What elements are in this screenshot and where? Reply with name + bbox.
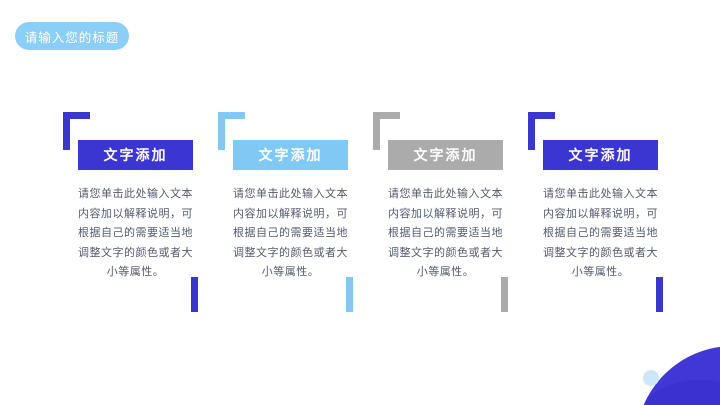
column-header[interactable]: 文字添加 — [233, 140, 348, 170]
content-column: 文字添加 请您单击此处输入文本 内容加以解释说明，可 根据自己的需要适当地 调整… — [528, 112, 673, 322]
column-header-label: 文字添加 — [103, 147, 168, 163]
corner-bracket-horizontal — [373, 112, 400, 119]
content-column: 文字添加 请您单击此处输入文本 内容加以解释说明，可 根据自己的需要适当地 调整… — [218, 112, 363, 322]
corner-bracket-vertical — [218, 112, 225, 150]
column-header-label: 文字添加 — [568, 147, 633, 163]
slide-title-text: 请输入您的标题 — [24, 30, 120, 45]
column-header[interactable]: 文字添加 — [78, 140, 193, 170]
decor-dot — [643, 370, 659, 386]
accent-bar — [191, 277, 198, 312]
column-body-text[interactable]: 请您单击此处输入文本 内容加以解释说明，可 根据自己的需要适当地 调整文字的颜色… — [388, 188, 503, 278]
content-column: 文字添加 请您单击此处输入文本 内容加以解释说明，可 根据自己的需要适当地 调整… — [373, 112, 518, 322]
slide-title-badge[interactable]: 请输入您的标题 — [15, 22, 129, 50]
corner-bracket-horizontal — [63, 112, 90, 119]
column-body-text[interactable]: 请您单击此处输入文本 内容加以解释说明，可 根据自己的需要适当地 调整文字的颜色… — [233, 188, 348, 278]
column-body-text[interactable]: 请您单击此处输入文本 内容加以解释说明，可 根据自己的需要适当地 调整文字的颜色… — [543, 188, 658, 278]
accent-bar — [501, 277, 508, 312]
accent-bar — [656, 277, 663, 312]
corner-bracket-horizontal — [218, 112, 245, 119]
accent-bar — [346, 277, 353, 312]
corner-bracket-vertical — [63, 112, 70, 150]
column-body-text[interactable]: 请您单击此处输入文本 内容加以解释说明，可 根据自己的需要适当地 调整文字的颜色… — [78, 188, 193, 278]
content-column: 文字添加 请您单击此处输入文本 内容加以解释说明，可 根据自己的需要适当地 调整… — [63, 112, 208, 322]
corner-bracket-vertical — [528, 112, 535, 150]
column-header-label: 文字添加 — [413, 147, 478, 163]
column-header-label: 文字添加 — [258, 147, 323, 163]
column-header[interactable]: 文字添加 — [543, 140, 658, 170]
corner-bracket-horizontal — [528, 112, 555, 119]
column-header[interactable]: 文字添加 — [388, 140, 503, 170]
corner-bracket-vertical — [373, 112, 380, 150]
